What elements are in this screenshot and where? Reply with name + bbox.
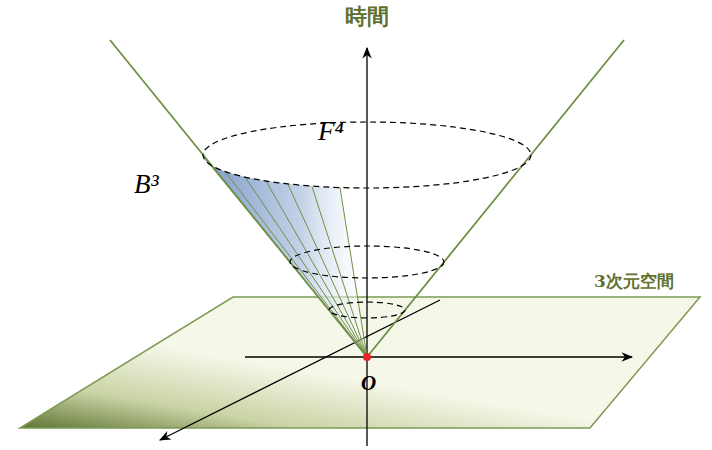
cone-edge bbox=[367, 40, 624, 357]
surface-label: B³ bbox=[134, 170, 159, 200]
cone-sections bbox=[203, 122, 531, 318]
depth-axis bbox=[160, 300, 440, 440]
origin-label: O bbox=[361, 372, 376, 395]
region-label: F⁴ bbox=[318, 117, 344, 147]
space-axis bbox=[245, 356, 632, 357]
cone-edge bbox=[110, 40, 367, 357]
origin-point bbox=[363, 353, 371, 361]
axis-title: 時間 bbox=[345, 4, 389, 28]
plane-label: 3次元空間 bbox=[594, 272, 674, 291]
